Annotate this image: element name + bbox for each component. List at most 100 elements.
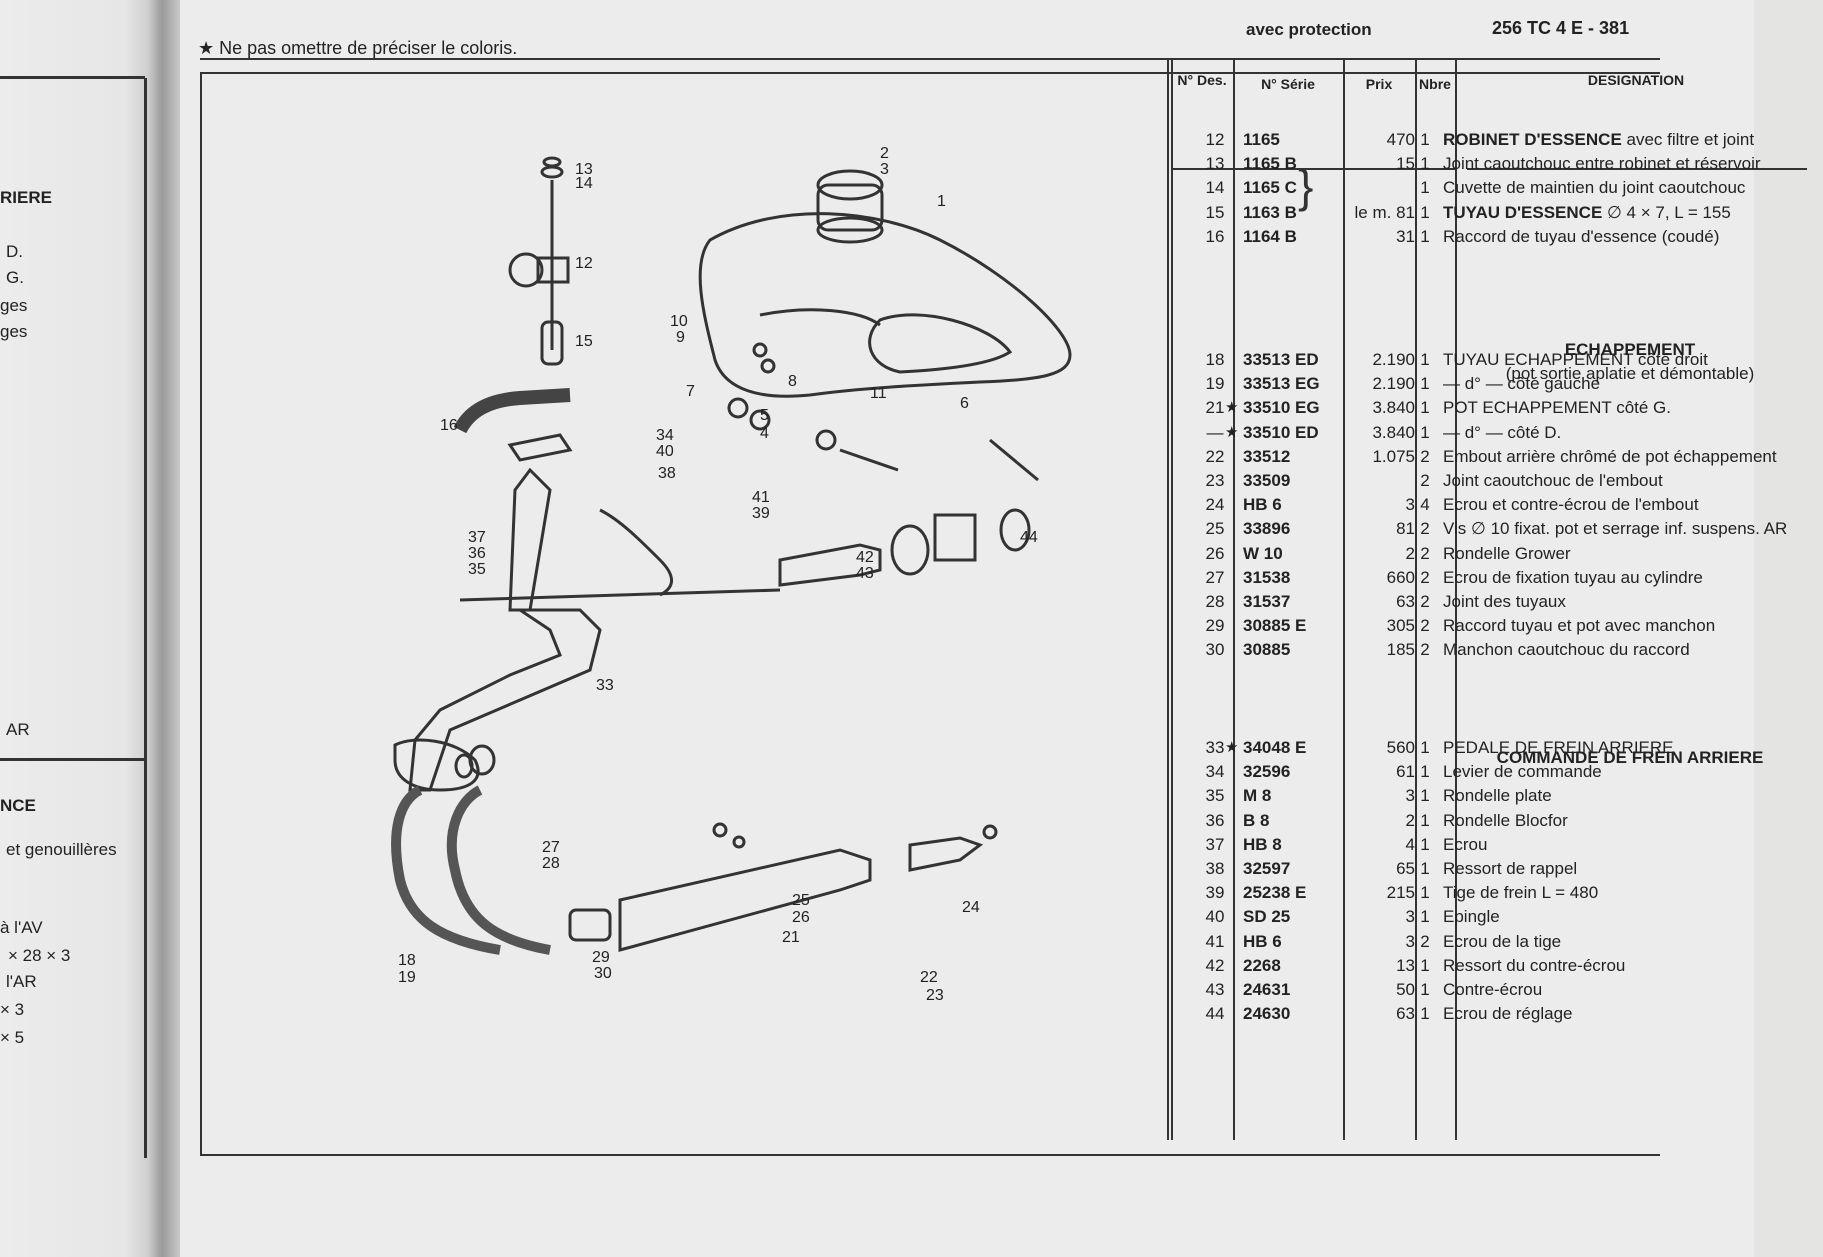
cell-serial: 31538 <box>1243 567 1291 587</box>
cell-serial: HB 8 <box>1243 834 1282 854</box>
prev-page-text: D. <box>6 242 23 261</box>
cell-qty: 2 <box>1420 567 1430 587</box>
cell-designation: Ecrou de réglage <box>1443 1004 1573 1024</box>
cell-designation: Tige de frein L = 480 <box>1443 883 1599 903</box>
cell-price: 61 <box>1396 762 1415 782</box>
cell-serial: 33512 <box>1243 446 1291 466</box>
cell-qty: 1 <box>1420 154 1430 174</box>
cell-price: 3.840 <box>1372 422 1415 442</box>
cell-designation: Joint caoutchouc de l'embout <box>1443 471 1663 490</box>
cell-price: 3 <box>1405 907 1415 927</box>
exploded-parts-diagram: 1 2 3 4 5 6 7 8 9 10 11 12 13 14 15 16 1… <box>391 145 1072 1004</box>
fuel-hose <box>540 320 564 366</box>
callout-label: 19 <box>398 969 416 986</box>
callout-label: 9 <box>676 329 685 346</box>
callout-label: 4 <box>760 425 769 442</box>
muffler <box>618 848 872 952</box>
cell-serial: 33510 EG <box>1243 398 1320 418</box>
cell-designation: Epingle <box>1443 907 1500 927</box>
cell-qty: 2 <box>1420 471 1430 490</box>
callout-label: 5 <box>760 407 769 424</box>
callout-label: 3 <box>880 161 889 178</box>
cell-price: 560 <box>1386 738 1415 757</box>
cell-qty: 4 <box>1420 495 1430 515</box>
cell-designation: Ecrou <box>1443 834 1488 854</box>
cell-serial: 2268 <box>1243 955 1281 975</box>
callout-label: 18 <box>398 952 416 969</box>
callout-label: 8 <box>788 373 797 390</box>
cell-qty: 1 <box>1420 762 1430 782</box>
callout-label: 11 <box>870 385 887 402</box>
brake-clevis <box>933 513 977 562</box>
cell-designation: POT ECHAPPEMENT côté G. <box>1443 398 1671 418</box>
cell-serial: SD 25 <box>1243 907 1291 927</box>
cell-ref-no: 12 <box>1205 130 1225 149</box>
cell-price: 2 <box>1405 810 1415 830</box>
cell-serial: 32597 <box>1243 859 1291 878</box>
cell-serial: 1164 B <box>1243 226 1297 246</box>
cell-ref-no: 37 <box>1205 834 1225 854</box>
prev-page-text: × 5 <box>0 1028 25 1047</box>
cell-designation: Ecrou de la tige <box>1443 931 1562 951</box>
callout-label: 44 <box>1020 529 1038 546</box>
cell-designation: Levier de commande <box>1443 762 1602 782</box>
header-rule <box>1343 168 1415 170</box>
prev-page-text: et genouillères <box>6 840 117 859</box>
colour-note: ★ Ne pas omettre de préciser le coloris. <box>198 38 518 58</box>
cell-serial: 1165 B <box>1243 154 1297 174</box>
callout-label: 13 <box>575 161 593 178</box>
section-title: COMMANDE DE FREIN ARRIERE <box>1496 748 1764 767</box>
header-no: N° Des. <box>1177 72 1227 88</box>
cell-serial: W 10 <box>1243 543 1283 563</box>
cell-price: 3 <box>1405 786 1415 806</box>
book-gutter <box>0 0 180 1257</box>
exhaust-pipe-left <box>446 785 551 955</box>
exhaust-sleeve <box>568 908 612 942</box>
cell-designation: TUYAU ECHAPPEMENT côté droit <box>1443 350 1708 369</box>
callout-label: 25 <box>792 892 810 909</box>
header-rule <box>1467 168 1807 170</box>
cell-designation: Rondelle Blocfor <box>1443 810 1568 830</box>
cell-price: 185 <box>1386 640 1415 660</box>
cell-ref-no: 22 <box>1205 446 1225 466</box>
cell-price: 13 <box>1396 955 1415 975</box>
cell-price: 2.190 <box>1372 350 1415 369</box>
brake-lever-arm <box>507 433 573 462</box>
tank-knee-pad <box>868 313 1013 374</box>
cell-ref-no: 35 <box>1205 786 1225 806</box>
cell-designation: Joint caoutchouc entre robinet et réserv… <box>1443 154 1761 174</box>
cell-designation: Manchon caoutchouc du raccord <box>1443 640 1690 660</box>
cell-qty: 1 <box>1420 398 1430 418</box>
cell-ref-no: — <box>1206 422 1224 442</box>
washer-icon <box>712 822 728 838</box>
cell-serial: HB 6 <box>1243 931 1282 951</box>
cell-ref-no: 13 <box>1205 154 1225 174</box>
return-spring <box>599 508 673 597</box>
cell-ref-no: 24 <box>1205 495 1225 515</box>
callout-label: 24 <box>962 899 980 916</box>
cell-ref-no: 39 <box>1205 883 1225 903</box>
callout-label: 34 <box>656 427 674 444</box>
cell-designation: Rondelle plate <box>1443 786 1552 806</box>
cell-designation: Raccord tuyau et pot avec manchon <box>1443 616 1716 636</box>
callout-label: 10 <box>670 313 688 330</box>
bolt-icon <box>839 448 899 472</box>
section-subtitle: (pot sortie aplatie et démontable) <box>1505 364 1755 383</box>
cell-ref-no: 34 <box>1205 762 1225 782</box>
star-marker: ★ <box>1225 423 1239 441</box>
cell-qty: 1 <box>1420 980 1430 999</box>
star-marker: ★ <box>1225 399 1239 417</box>
cell-price: 3.840 <box>1372 398 1415 418</box>
